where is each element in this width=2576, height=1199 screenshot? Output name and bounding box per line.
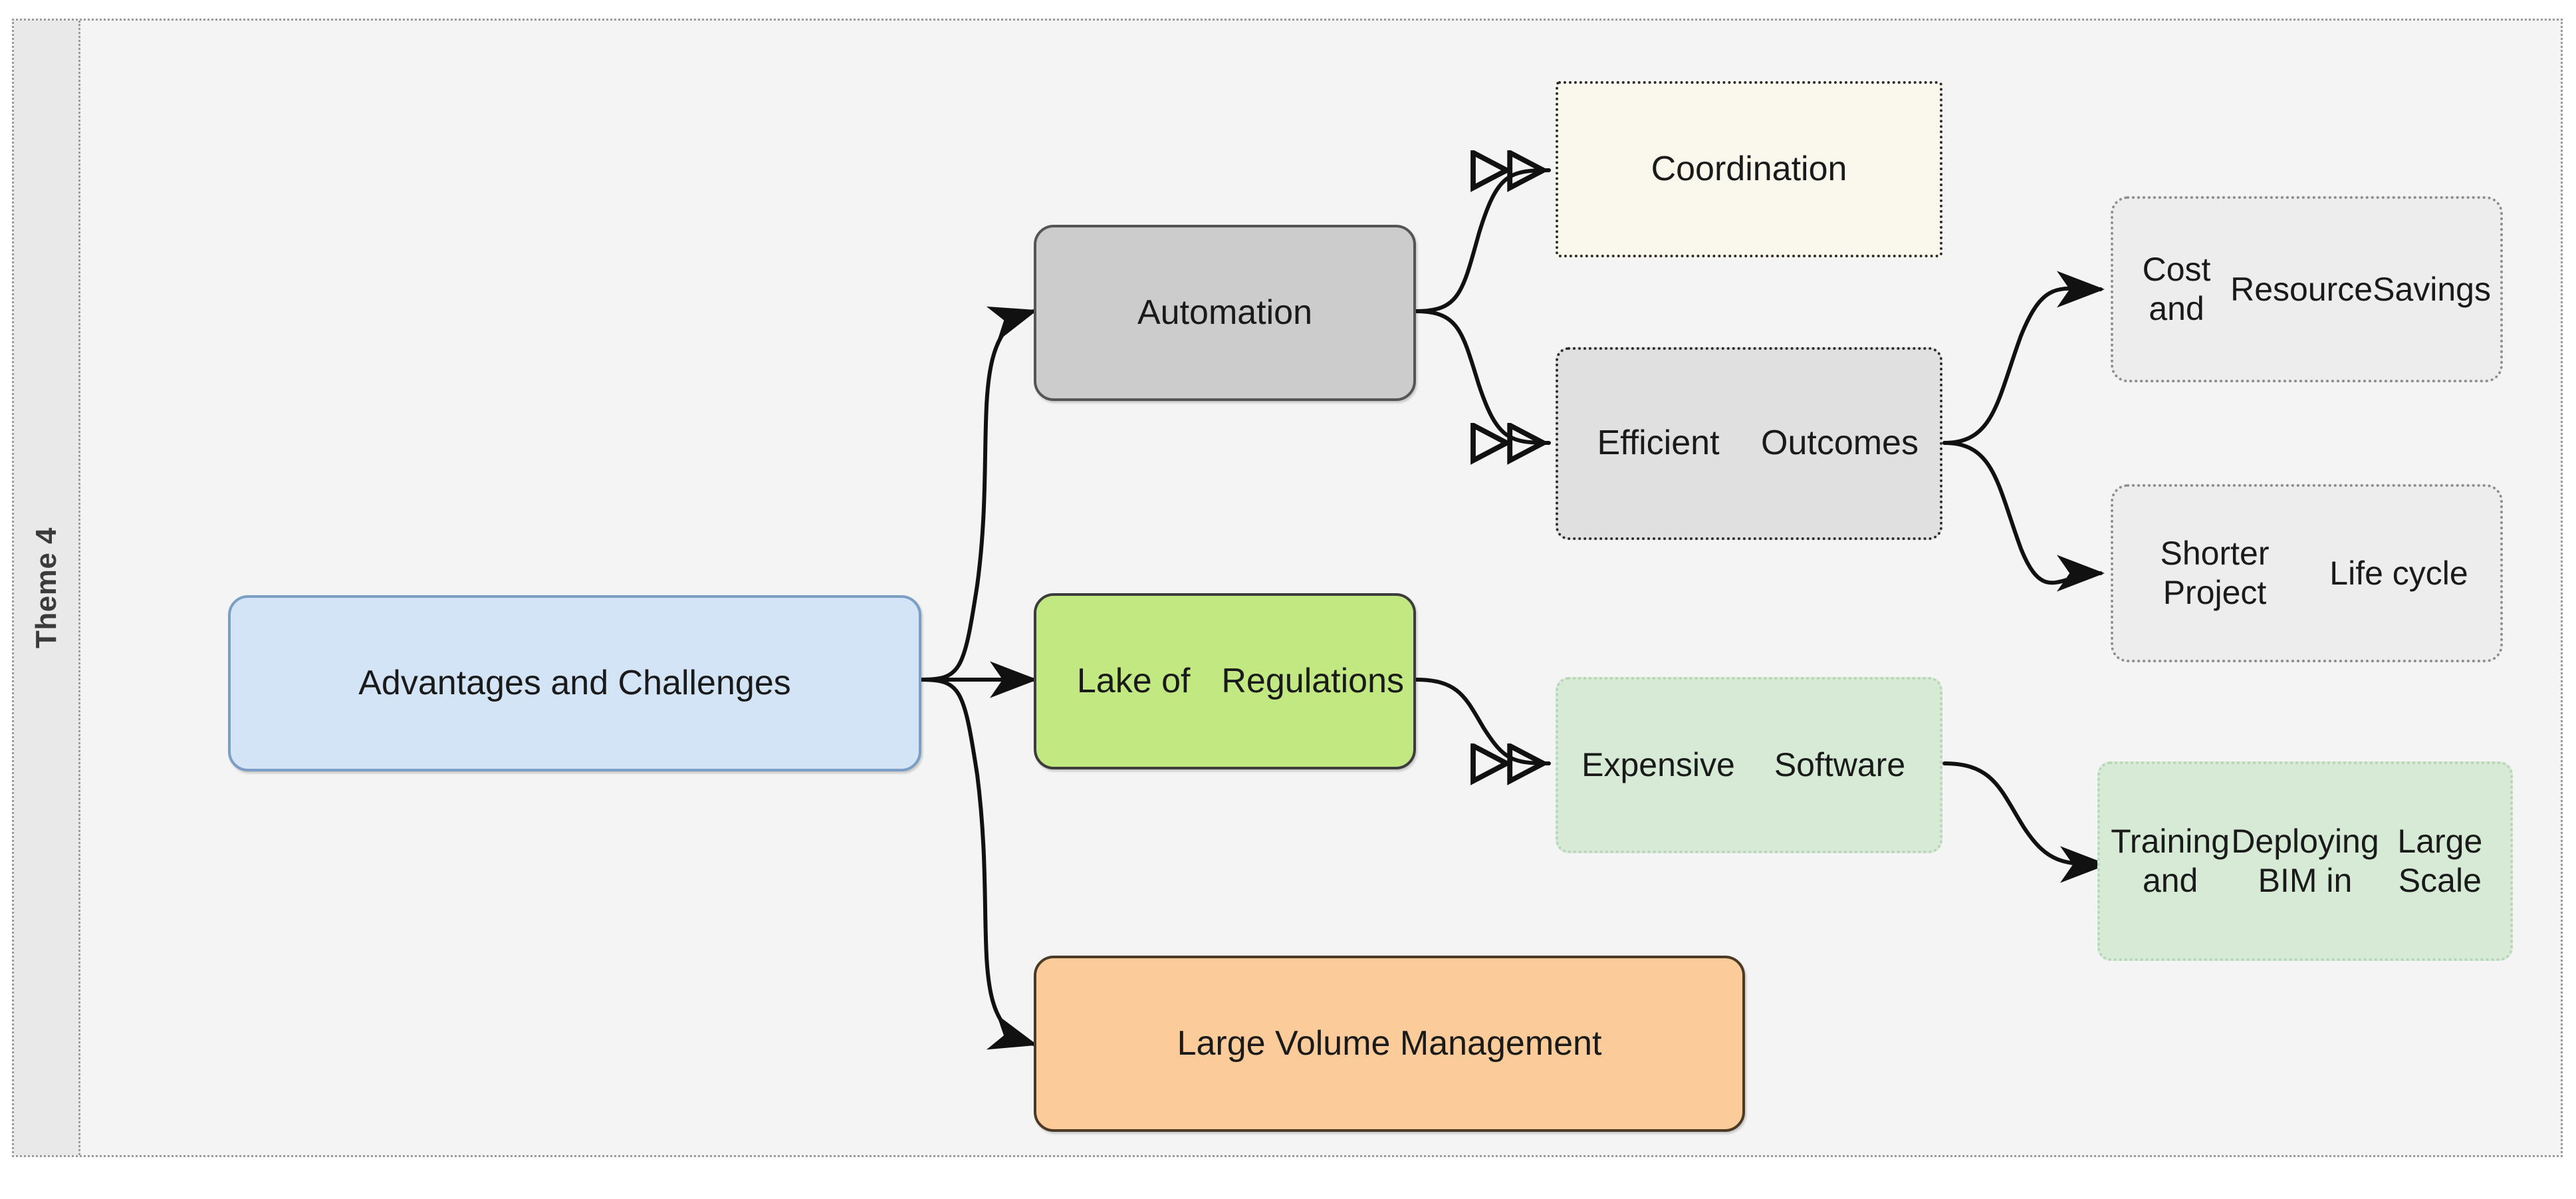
node-coordination[interactable]: Coordination — [1556, 81, 1942, 257]
node-label-line2: Deploying BIM in — [2231, 823, 2379, 899]
node-label-line1: Shorter Project — [2160, 535, 2270, 611]
node-label-line1: Training and — [2111, 823, 2230, 899]
node-lake-of-regulations[interactable]: Lake of Regulations — [1034, 593, 1416, 769]
node-label-line1: Efficient — [1597, 424, 1720, 463]
node-label-line1: Expensive — [1581, 746, 1735, 783]
node-label-line3: Large Scale — [2397, 823, 2483, 899]
node-label-line3: Savings — [2373, 270, 2491, 308]
node-efficient-outcomes[interactable]: Efficient Outcomes — [1556, 347, 1942, 540]
node-label-line1: Lake of — [1076, 661, 1191, 700]
node-label: Coordination — [1651, 149, 1847, 188]
node-label-line2: Life cycle — [2329, 554, 2468, 592]
node-label: Advantages and Challenges — [358, 663, 791, 702]
swimlane-title: Theme 4 — [29, 527, 62, 649]
node-label-line2: Outcomes — [1761, 424, 1919, 463]
node-advantages-and-challenges[interactable]: Advantages and Challenges — [228, 595, 921, 771]
node-label: Automation — [1137, 293, 1313, 332]
node-automation[interactable]: Automation — [1034, 225, 1416, 401]
node-large-volume-management[interactable]: Large Volume Management — [1034, 956, 1745, 1132]
node-label-line2: Software — [1774, 746, 1906, 783]
swimlane-header: Theme 4 — [14, 21, 80, 1155]
node-expensive-software[interactable]: Expensive Software — [1556, 677, 1942, 853]
node-label-line2: Resource — [2230, 270, 2373, 308]
node-label-line2: Regulations — [1221, 661, 1404, 700]
node-label: Large Volume Management — [1177, 1023, 1602, 1063]
node-shorter-project-life-cycle[interactable]: Shorter Project Life cycle — [2111, 484, 2503, 662]
node-training-and-deploying-bim[interactable]: Training and Deploying BIM in Large Scal… — [2097, 761, 2513, 961]
node-label-line1: Cost and — [2142, 251, 2211, 327]
node-cost-and-resource-savings[interactable]: Cost and Resource Savings — [2111, 196, 2503, 382]
